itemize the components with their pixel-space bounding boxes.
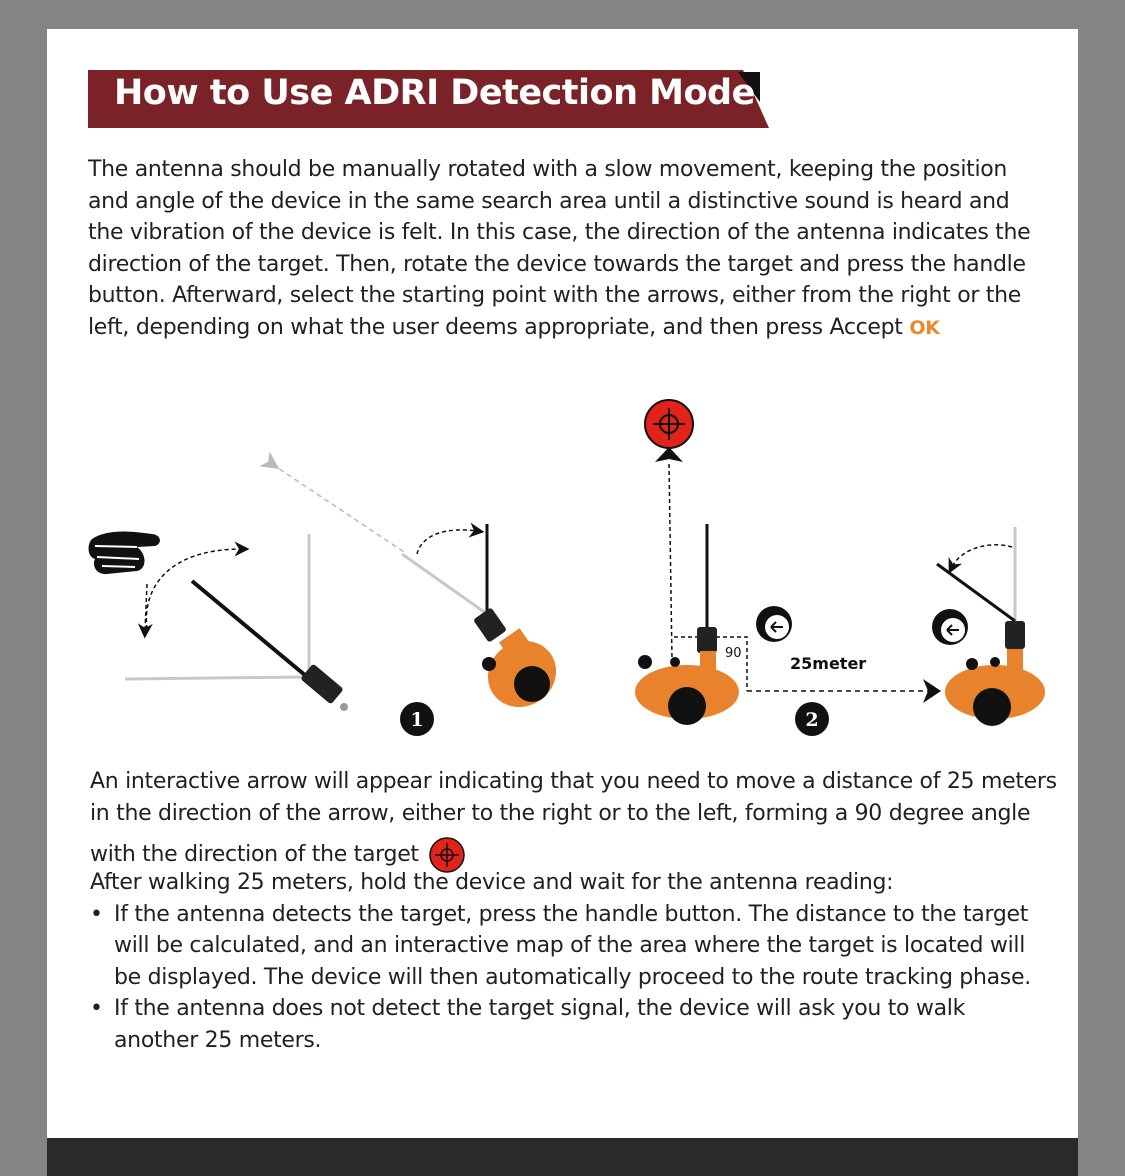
intro-line: the vibration of the device is felt. In …	[88, 220, 1031, 245]
body-line: After walking 25 meters, hold the device…	[90, 870, 894, 895]
hand-icon	[88, 531, 160, 575]
intro-paragraph: The antenna should be manually rotated w…	[88, 154, 1038, 344]
distance-label: 25meter	[790, 654, 866, 673]
list-item: If the antenna does not detect the targe…	[90, 993, 1040, 1056]
intro-line: left, depending on what the user deems a…	[88, 312, 1038, 345]
title-banner	[88, 70, 769, 128]
ok-label: OK	[909, 316, 940, 339]
body-line-text: with the direction of the target	[90, 842, 419, 867]
target-icon	[429, 837, 465, 873]
intro-line: The antenna should be manually rotated w…	[88, 157, 1008, 182]
person-icon	[482, 628, 557, 708]
step-badge: 2	[795, 702, 829, 736]
person-icon	[945, 649, 1045, 726]
detection-illustration: 1 90	[88, 399, 1045, 736]
intro-line: direction of the target. Then, rotate th…	[88, 251, 1026, 277]
step-number: 2	[805, 709, 818, 731]
intro-line: button. Afterward, select the starting p…	[88, 283, 1022, 308]
device-icon	[401, 524, 506, 642]
arrow-sign-icon	[756, 606, 792, 642]
body-line: with the direction of the target	[90, 835, 1040, 875]
step-badge: 1	[400, 702, 434, 736]
arrow-sign-icon	[932, 609, 968, 645]
body-line: in the direction of the arrow, either to…	[90, 800, 1031, 826]
device-icon	[697, 524, 717, 653]
angle-label: 90	[725, 646, 742, 661]
list-item: If the antenna detects the target, press…	[90, 899, 1040, 994]
person-icon	[635, 651, 739, 725]
page-title: How to Use ADRI Detection Mode	[114, 73, 755, 113]
target-icon	[644, 399, 694, 449]
body-line: An interactive arrow will appear indicat…	[90, 769, 1057, 794]
device-icon	[190, 579, 348, 711]
intro-line: and angle of the device in the same sear…	[88, 188, 1010, 214]
footer-band	[47, 1138, 1078, 1176]
document-page: How to Use ADRI Detection Mode The anten…	[47, 29, 1078, 1176]
instructions: An interactive arrow will appear indicat…	[90, 766, 1057, 1057]
step-number: 1	[410, 709, 423, 731]
bullet-list: If the antenna detects the target, press…	[90, 899, 1040, 1057]
intro-line-text: left, depending on what the user deems a…	[88, 314, 903, 340]
